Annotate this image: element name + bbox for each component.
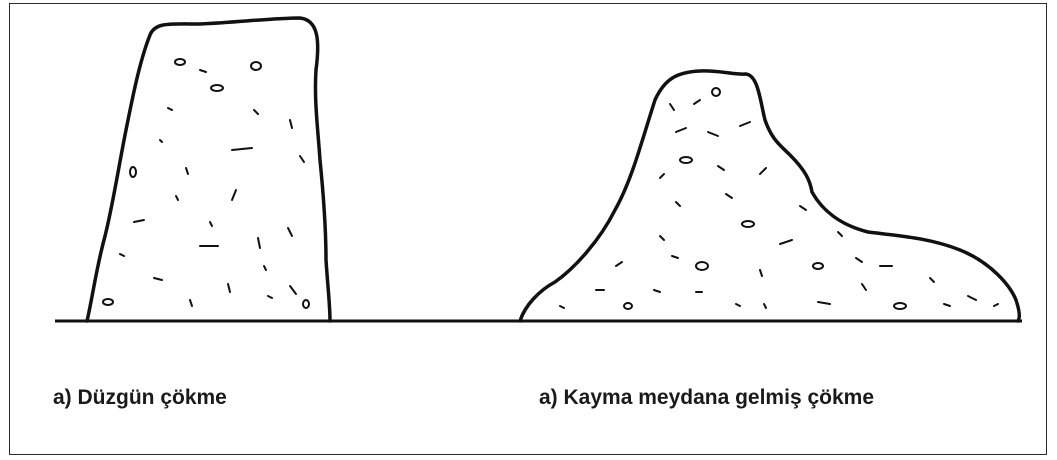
figure-frame [9,3,1047,455]
shear-slump-shape [518,69,1022,323]
caption-shear-slump: a) Kayma meydana gelmiş çökme [539,386,874,409]
caption-uniform-slump: a) Düzgün çökme [53,386,227,409]
left-aggregate-marks [102,58,310,309]
right-aggregate-marks [559,87,999,310]
uniform-slump-shape [85,16,332,323]
